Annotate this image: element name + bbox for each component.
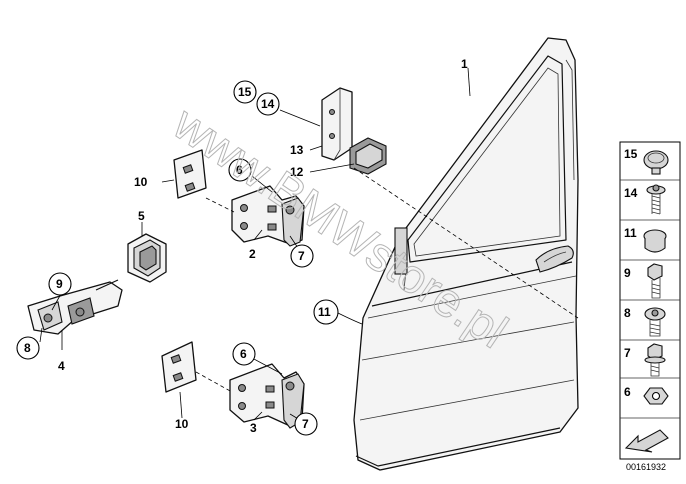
callout-ring-11: 11 [313, 299, 339, 325]
torx-bolt-icon [644, 307, 666, 337]
legend-num-6: 6 [624, 385, 631, 399]
door-stop-bracket [321, 87, 387, 175]
svg-text:15: 15 [238, 85, 252, 99]
svg-text:9: 9 [56, 277, 63, 291]
callout-ring-15: 15 [233, 80, 257, 104]
hex-nut-icon [643, 387, 669, 405]
hinge-shim-lower [161, 341, 197, 393]
svg-text:6: 6 [236, 163, 243, 177]
clip-nut-icon [643, 229, 667, 253]
legend-num-8: 8 [624, 306, 631, 320]
callout-labels: 1 2 3 4 5 10 10 12 13 15 14 6 7 9 [16, 57, 468, 436]
callout-5: 5 [138, 209, 145, 223]
callout-ring-9: 9 [48, 272, 72, 296]
callout-10-upper: 10 [134, 175, 148, 189]
svg-text:7: 7 [298, 249, 305, 263]
callout-ring-14: 14 [256, 92, 280, 116]
callout-ring-7-lower: 7 [294, 412, 318, 436]
svg-text:7: 7 [302, 417, 309, 431]
door-check-seal [127, 233, 167, 283]
legend-num-15: 15 [624, 147, 638, 161]
callout-12: 12 [290, 165, 304, 179]
flange-bolt-icon [644, 343, 666, 377]
front-door-shell [353, 37, 579, 471]
callout-ring-6-upper: 6 [228, 158, 252, 182]
callout-ring-8: 8 [16, 336, 40, 360]
legend-num-11: 11 [624, 226, 637, 240]
legend-num-7: 7 [624, 346, 631, 360]
svg-text:8: 8 [24, 341, 31, 355]
callout-ring-7-upper: 7 [290, 244, 314, 268]
callout-13: 13 [290, 143, 304, 157]
direction-arrow-icon [624, 429, 669, 453]
diagram-number: 00161932 [626, 462, 666, 472]
fastener-legend: 15 14 11 9 8 7 6 [619, 141, 681, 460]
svg-text:11: 11 [318, 305, 331, 319]
svg-text:14: 14 [261, 97, 275, 111]
cap-plug-icon [643, 150, 669, 175]
callout-4: 4 [58, 359, 65, 373]
lower-hinge [229, 363, 305, 429]
hinge-shim-upper [173, 149, 207, 199]
screw-with-washer-icon [646, 184, 666, 215]
callout-1: 1 [461, 57, 468, 71]
upper-hinge [231, 185, 305, 247]
svg-text:6: 6 [240, 347, 247, 361]
callout-10-lower: 10 [175, 417, 189, 431]
hex-bolt-icon [647, 263, 663, 299]
door-check-arm [27, 279, 123, 335]
callout-3: 3 [250, 421, 257, 435]
callout-ring-6-lower: 6 [232, 342, 256, 366]
leader-lines [39, 67, 579, 421]
callout-2: 2 [249, 247, 256, 261]
legend-num-14: 14 [624, 186, 638, 200]
legend-num-9: 9 [624, 266, 631, 280]
